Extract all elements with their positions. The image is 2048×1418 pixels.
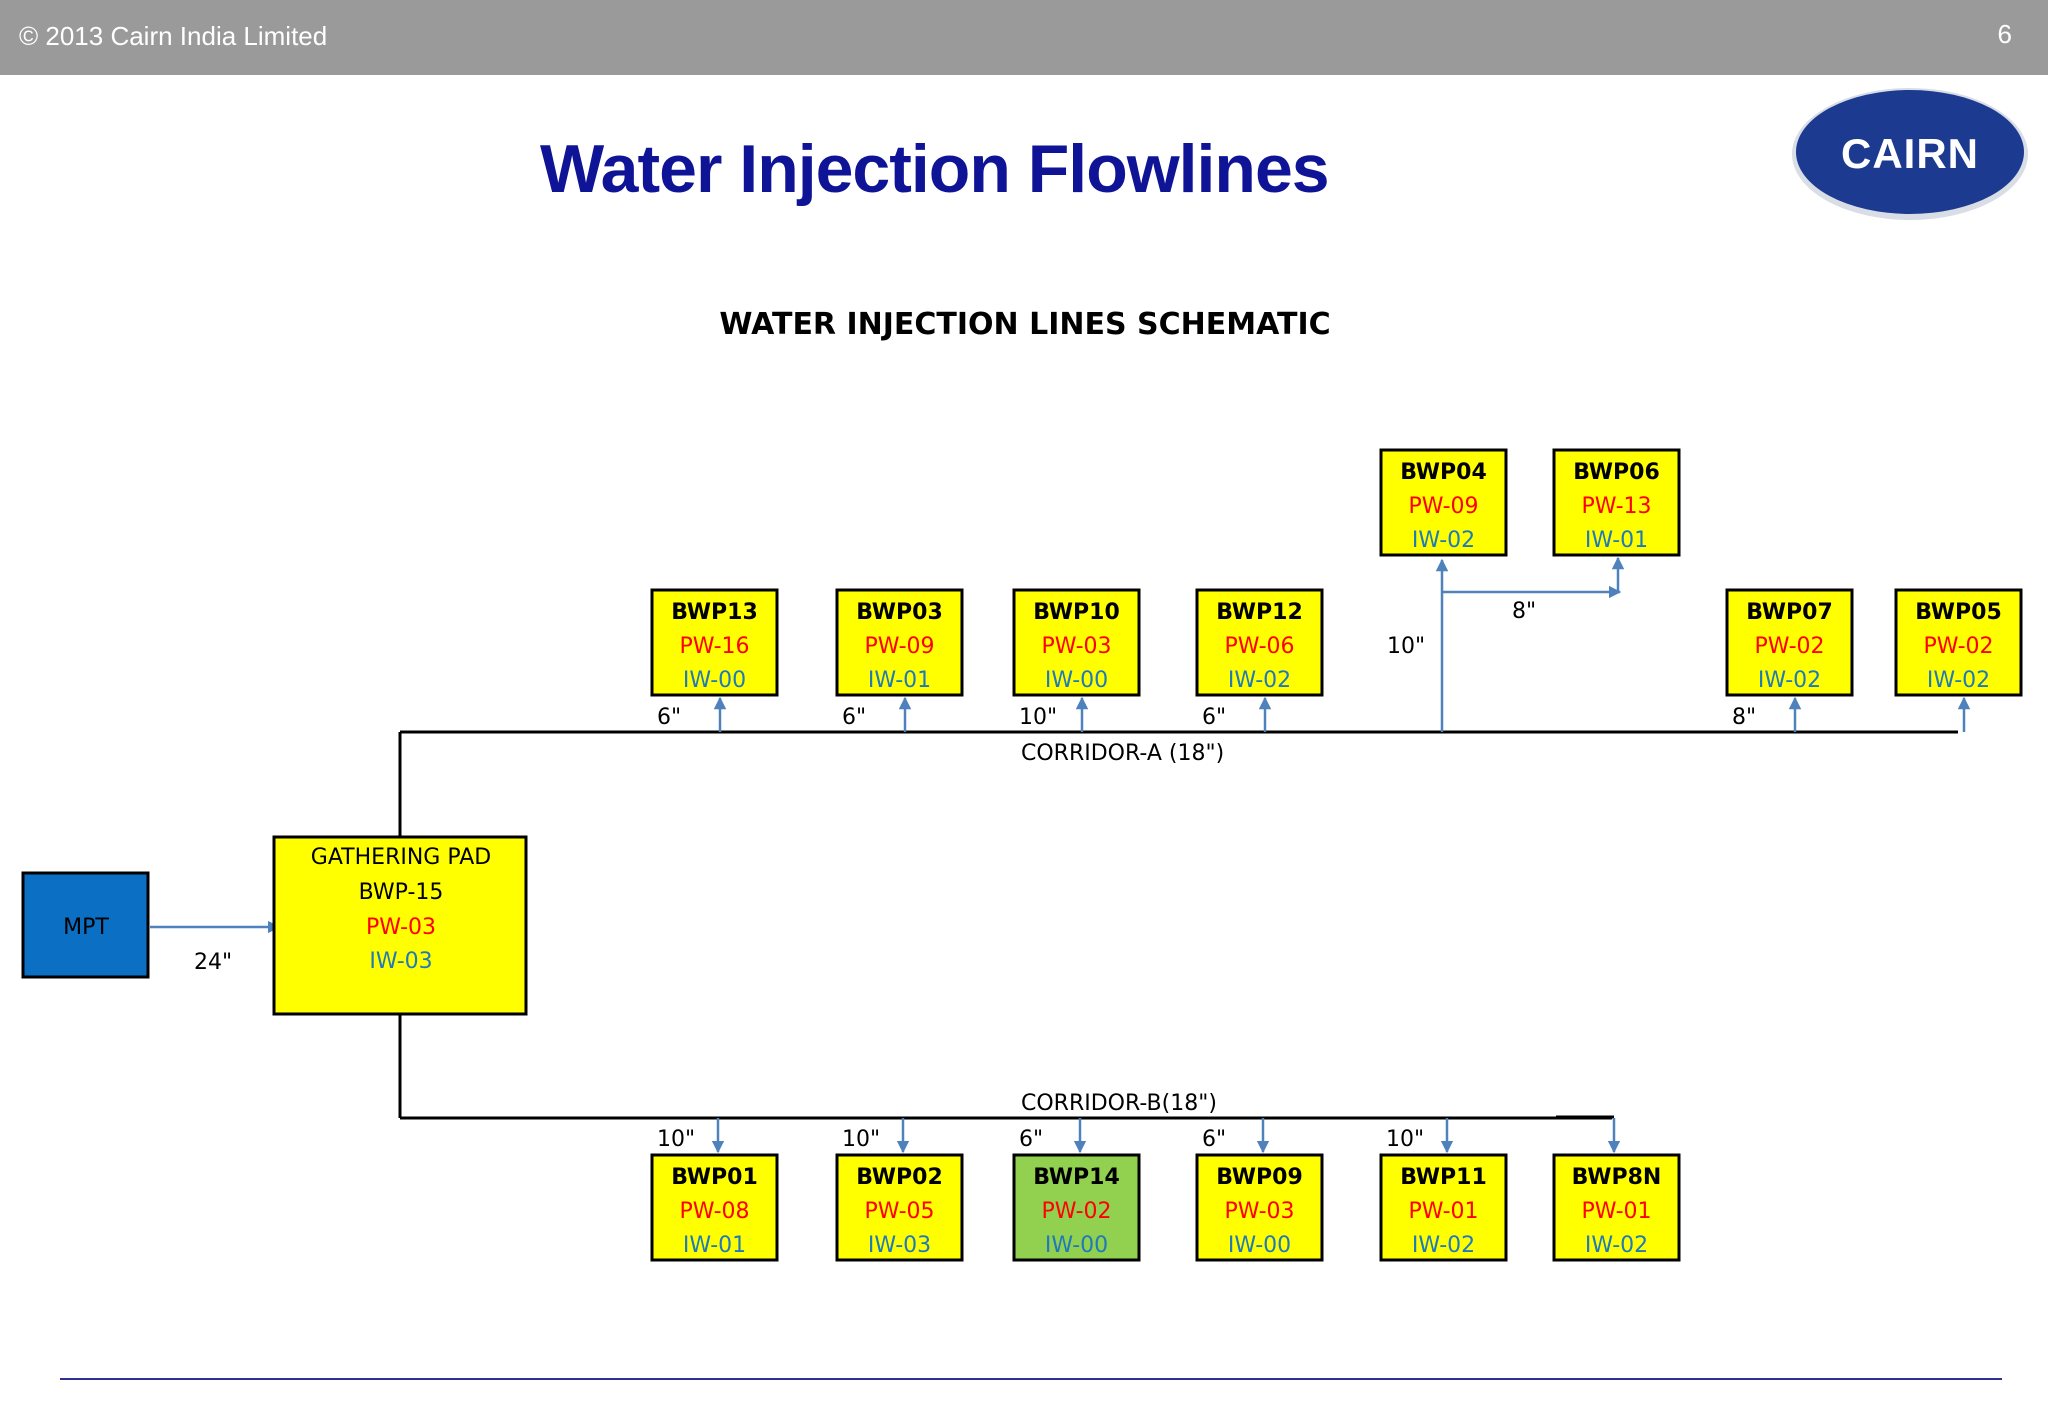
cairn-logo-icon: CAIRN xyxy=(1792,88,2028,220)
pad-bwp14-name: BWP14 xyxy=(1033,1165,1120,1190)
pad-bwp01-box xyxy=(650,1153,779,1262)
line-size-bwp02: 10" xyxy=(842,1127,880,1152)
pad-bwp11-name: BWP11 xyxy=(1400,1165,1487,1190)
pad-bwp8n-name: BWP8N xyxy=(1572,1165,1662,1190)
pad-bwp01-iw: IW-01 xyxy=(683,1233,746,1258)
schematic-title: WATER INJECTION LINES SCHEMATIC xyxy=(719,307,1330,342)
pad-bwp14-box xyxy=(1012,1153,1141,1262)
pad-bwp05-box xyxy=(1894,588,2023,697)
pad-bwp10-iw: IW-00 xyxy=(1045,668,1108,693)
pad-bwp06-iw: IW-01 xyxy=(1585,528,1648,553)
pad-bwp10-box xyxy=(1012,588,1141,697)
pad-bwp02-pw: PW-05 xyxy=(864,1199,934,1224)
pad-bwp07-box xyxy=(1725,588,1854,697)
pad-bwp04-pw: PW-09 xyxy=(1408,494,1478,519)
gathering-pad-pw: PW-03 xyxy=(366,915,436,940)
pad-bwp02-iw: IW-03 xyxy=(868,1233,931,1258)
pad-bwp13-name: BWP13 xyxy=(671,600,758,625)
pad-bwp07-pw: PW-02 xyxy=(1754,634,1824,659)
pad-bwp11-iw: IW-02 xyxy=(1412,1233,1475,1258)
line-size-bwp03: 6" xyxy=(842,705,866,730)
pad-bwp06-box xyxy=(1552,448,1681,557)
upper-link-size: 8" xyxy=(1512,599,1536,624)
pad-bwp09-iw: IW-00 xyxy=(1228,1233,1291,1258)
pad-bwp04-iw: IW-02 xyxy=(1412,528,1475,553)
pad-bwp07-iw: IW-02 xyxy=(1758,668,1821,693)
pad-bwp02-name: BWP02 xyxy=(856,1165,943,1190)
corridor-lines xyxy=(398,730,1958,1120)
pad-bwp11-box xyxy=(1379,1153,1508,1262)
line-size-bwp10: 10" xyxy=(1019,705,1057,730)
pad-bwp01-name: BWP01 xyxy=(671,1165,758,1190)
pad-bwp12-name: BWP12 xyxy=(1216,600,1303,625)
line-size-bwp12: 6" xyxy=(1202,705,1226,730)
corridor-a-label: CORRIDOR-A (18") xyxy=(1021,741,1224,766)
copyright-text: © 2013 Cairn India Limited xyxy=(19,21,328,51)
pad-bwp04-box xyxy=(1379,448,1508,557)
line-size-bwp07: 8" xyxy=(1732,705,1756,730)
logo-text: CAIRN xyxy=(1841,130,1979,177)
pad-bwp01-pw: PW-08 xyxy=(679,1199,749,1224)
pad-bwp03-name: BWP03 xyxy=(856,600,943,625)
mpt-label: MPT xyxy=(63,915,109,940)
pad-bwp05-iw: IW-02 xyxy=(1927,668,1990,693)
pad-bwp07-name: BWP07 xyxy=(1746,600,1833,625)
gathering-pad-box xyxy=(272,835,528,1016)
slide-title: Water Injection Flowlines xyxy=(540,131,1330,207)
corridor-b-label: CORRIDOR-B(18") xyxy=(1021,1091,1217,1116)
pad-bwp03-pw: PW-09 xyxy=(864,634,934,659)
mpt-line-size: 24" xyxy=(194,950,232,975)
pad-bwp14-pw: PW-02 xyxy=(1041,1199,1111,1224)
pad-bwp10-name: BWP10 xyxy=(1033,600,1120,625)
top-bar: © 2013 Cairn India Limited 6 xyxy=(0,0,2048,75)
pad-bwp04-name: BWP04 xyxy=(1400,460,1487,485)
pad-bwp05-name: BWP05 xyxy=(1915,600,2002,625)
pad-bwp8n-box xyxy=(1552,1153,1681,1262)
pad-bwp13-pw: PW-16 xyxy=(679,634,749,659)
footer-rule xyxy=(60,1378,2002,1380)
pad-bwp8n-iw: IW-02 xyxy=(1585,1233,1648,1258)
upper-branch-size: 10" xyxy=(1387,634,1425,659)
pad-bwp06-name: BWP06 xyxy=(1573,460,1660,485)
pad-bwp09-box xyxy=(1195,1153,1324,1262)
gathering-pad-title: GATHERING PAD xyxy=(311,845,491,870)
gathering-pad-iw: IW-03 xyxy=(369,949,432,974)
pad-bwp06-pw: PW-13 xyxy=(1581,494,1651,519)
pad-bwp09-pw: PW-03 xyxy=(1224,1199,1294,1224)
pad-bwp14-iw: IW-00 xyxy=(1045,1233,1108,1258)
line-size-bwp14: 6" xyxy=(1019,1127,1043,1152)
pad-bwp10-pw: PW-03 xyxy=(1041,634,1111,659)
pad-bwp12-pw: PW-06 xyxy=(1224,634,1294,659)
line-size-bwp11: 10" xyxy=(1386,1127,1424,1152)
pad-bwp12-iw: IW-02 xyxy=(1228,668,1291,693)
pad-bwp09-name: BWP09 xyxy=(1216,1165,1303,1190)
pad-bwp02-box xyxy=(835,1153,964,1262)
line-size-bwp13: 6" xyxy=(657,705,681,730)
pad-bwp05-pw: PW-02 xyxy=(1923,634,1993,659)
pad-bwp13-box xyxy=(650,588,779,697)
line-size-bwp09: 6" xyxy=(1202,1127,1226,1152)
gathering-pad-name: BWP-15 xyxy=(359,880,444,905)
pad-bwp03-iw: IW-01 xyxy=(868,668,931,693)
pad-bwp03-box xyxy=(835,588,964,697)
line-size-bwp01: 10" xyxy=(657,1127,695,1152)
pad-bwp12-box xyxy=(1195,588,1324,697)
mpt-box xyxy=(21,871,150,979)
upper-branch xyxy=(1435,556,1625,732)
page-number: 6 xyxy=(1997,19,2012,49)
pad-bwp13-iw: IW-00 xyxy=(683,668,746,693)
pad-bwp8n-pw: PW-01 xyxy=(1581,1199,1651,1224)
pad-bwp11-pw: PW-01 xyxy=(1408,1199,1478,1224)
